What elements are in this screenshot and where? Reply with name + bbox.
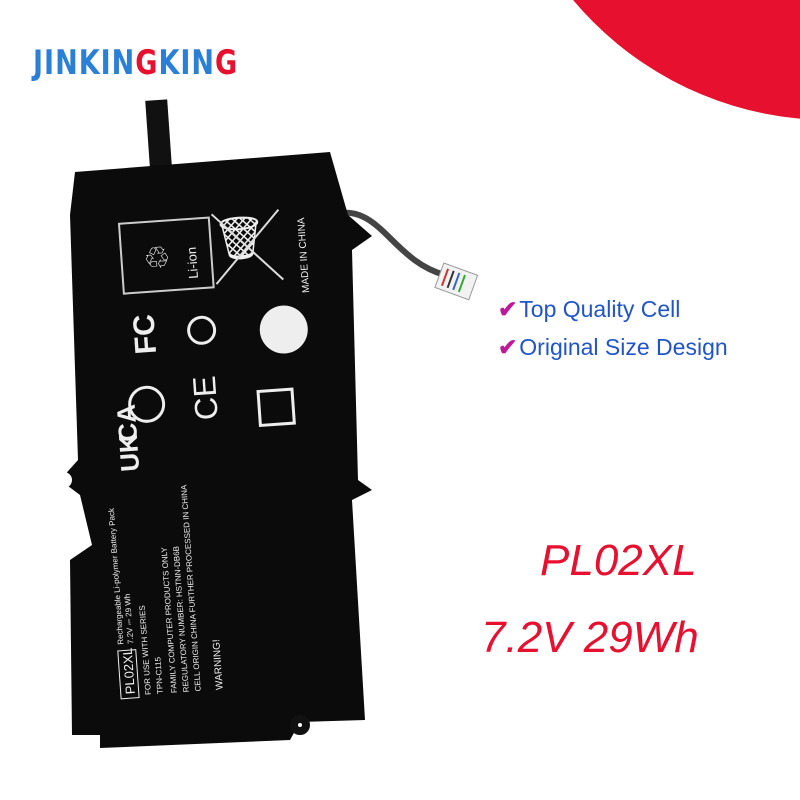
recycle-box xyxy=(117,216,215,295)
ukca-uk: UK xyxy=(113,433,146,473)
battery-connector xyxy=(434,262,479,301)
recycle-icon: ♲ xyxy=(142,241,171,276)
fcc-logo: FC xyxy=(127,313,163,355)
epa-icon xyxy=(187,315,217,345)
red-corner-circle xyxy=(573,0,800,119)
made-in-label: MADE IN CHINA xyxy=(296,217,312,293)
chinese-recycle-icon xyxy=(256,387,296,428)
checkmark-icon: ✔ xyxy=(498,334,518,360)
warning-label: WARNING! xyxy=(211,639,226,690)
certification-seal-icon xyxy=(259,305,308,354)
feature-original-size: ✔Original Size Design xyxy=(498,334,728,360)
li-ion-label: Li-ion xyxy=(184,246,201,279)
label-line: TPN-C115 xyxy=(153,656,165,694)
feature-top-quality-cell: ✔Top Quality Cell xyxy=(498,296,681,322)
label-line: 7.2V ⎓ 29 Wh xyxy=(123,593,135,644)
ce-logo: CE xyxy=(186,375,225,422)
product-spec: 7.2V 29Wh xyxy=(481,613,699,662)
checkmark-icon: ✔ xyxy=(498,296,518,322)
product-model: PL02XL xyxy=(540,536,697,585)
battery-pack: ♲ Li-ion 🗑 MADE IN CHINA FC CE UK CA PL0… xyxy=(56,99,372,748)
brand-logo: JINKINGKING xyxy=(33,44,239,83)
power-symbol-icon xyxy=(128,385,166,423)
label-model-box: PL02XL xyxy=(120,647,138,694)
ukca-ca: CA xyxy=(111,403,144,443)
